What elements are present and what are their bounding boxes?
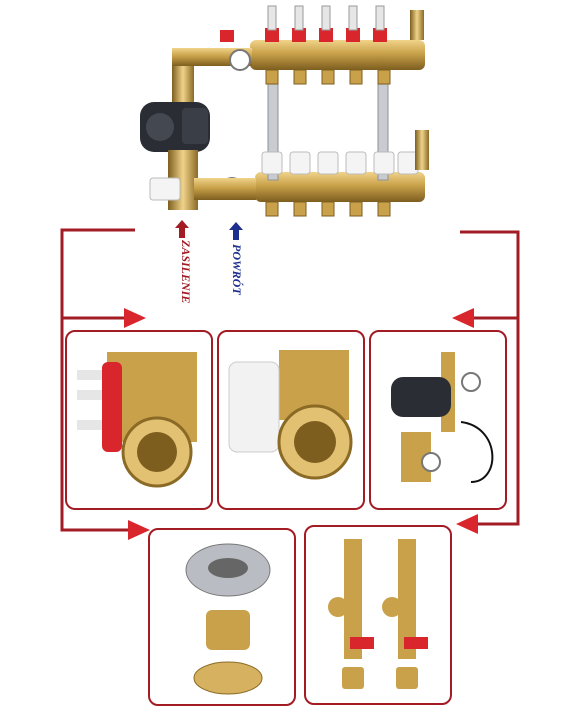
arrow-right-icon	[124, 308, 146, 328]
arrow-up-icon	[229, 222, 243, 240]
arrow-up-icon	[175, 220, 189, 238]
arrow-right-icon	[128, 520, 150, 540]
panel-compression-fitting	[148, 528, 296, 706]
panel-flow-meter-outlet	[65, 330, 213, 510]
arrow-left-icon	[452, 308, 474, 328]
panel-return-outlet	[217, 330, 365, 510]
panel-vent-valves	[304, 525, 452, 705]
manifold-product-image	[140, 5, 429, 217]
panel-pump-group	[369, 330, 507, 510]
arrow-left-icon	[456, 514, 478, 534]
